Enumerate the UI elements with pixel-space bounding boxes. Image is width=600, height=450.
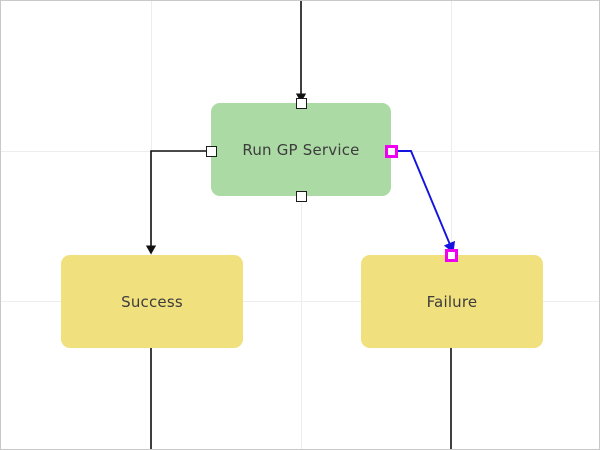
edge-run-gp-service-to-success[interactable] — [145, 150, 211, 255]
edge-run-gp-service-to-failure[interactable] — [394, 150, 456, 253]
node-label-failure: Failure — [426, 292, 478, 311]
port-run-gp-service-bottom[interactable] — [295, 190, 307, 202]
port-run-gp-service-top[interactable] — [295, 97, 307, 109]
node-success[interactable]: Success — [61, 255, 243, 348]
node-label-success: Success — [121, 292, 183, 311]
node-run-gp-service[interactable]: Run GP Service — [211, 103, 391, 196]
port-run-gp-service-right[interactable] — [384, 144, 398, 158]
port-run-gp-service-left[interactable] — [205, 145, 217, 157]
port-failure-top[interactable] — [444, 248, 458, 262]
node-label-run-gp-service: Run GP Service — [242, 140, 360, 159]
node-failure[interactable]: Failure — [361, 255, 543, 348]
